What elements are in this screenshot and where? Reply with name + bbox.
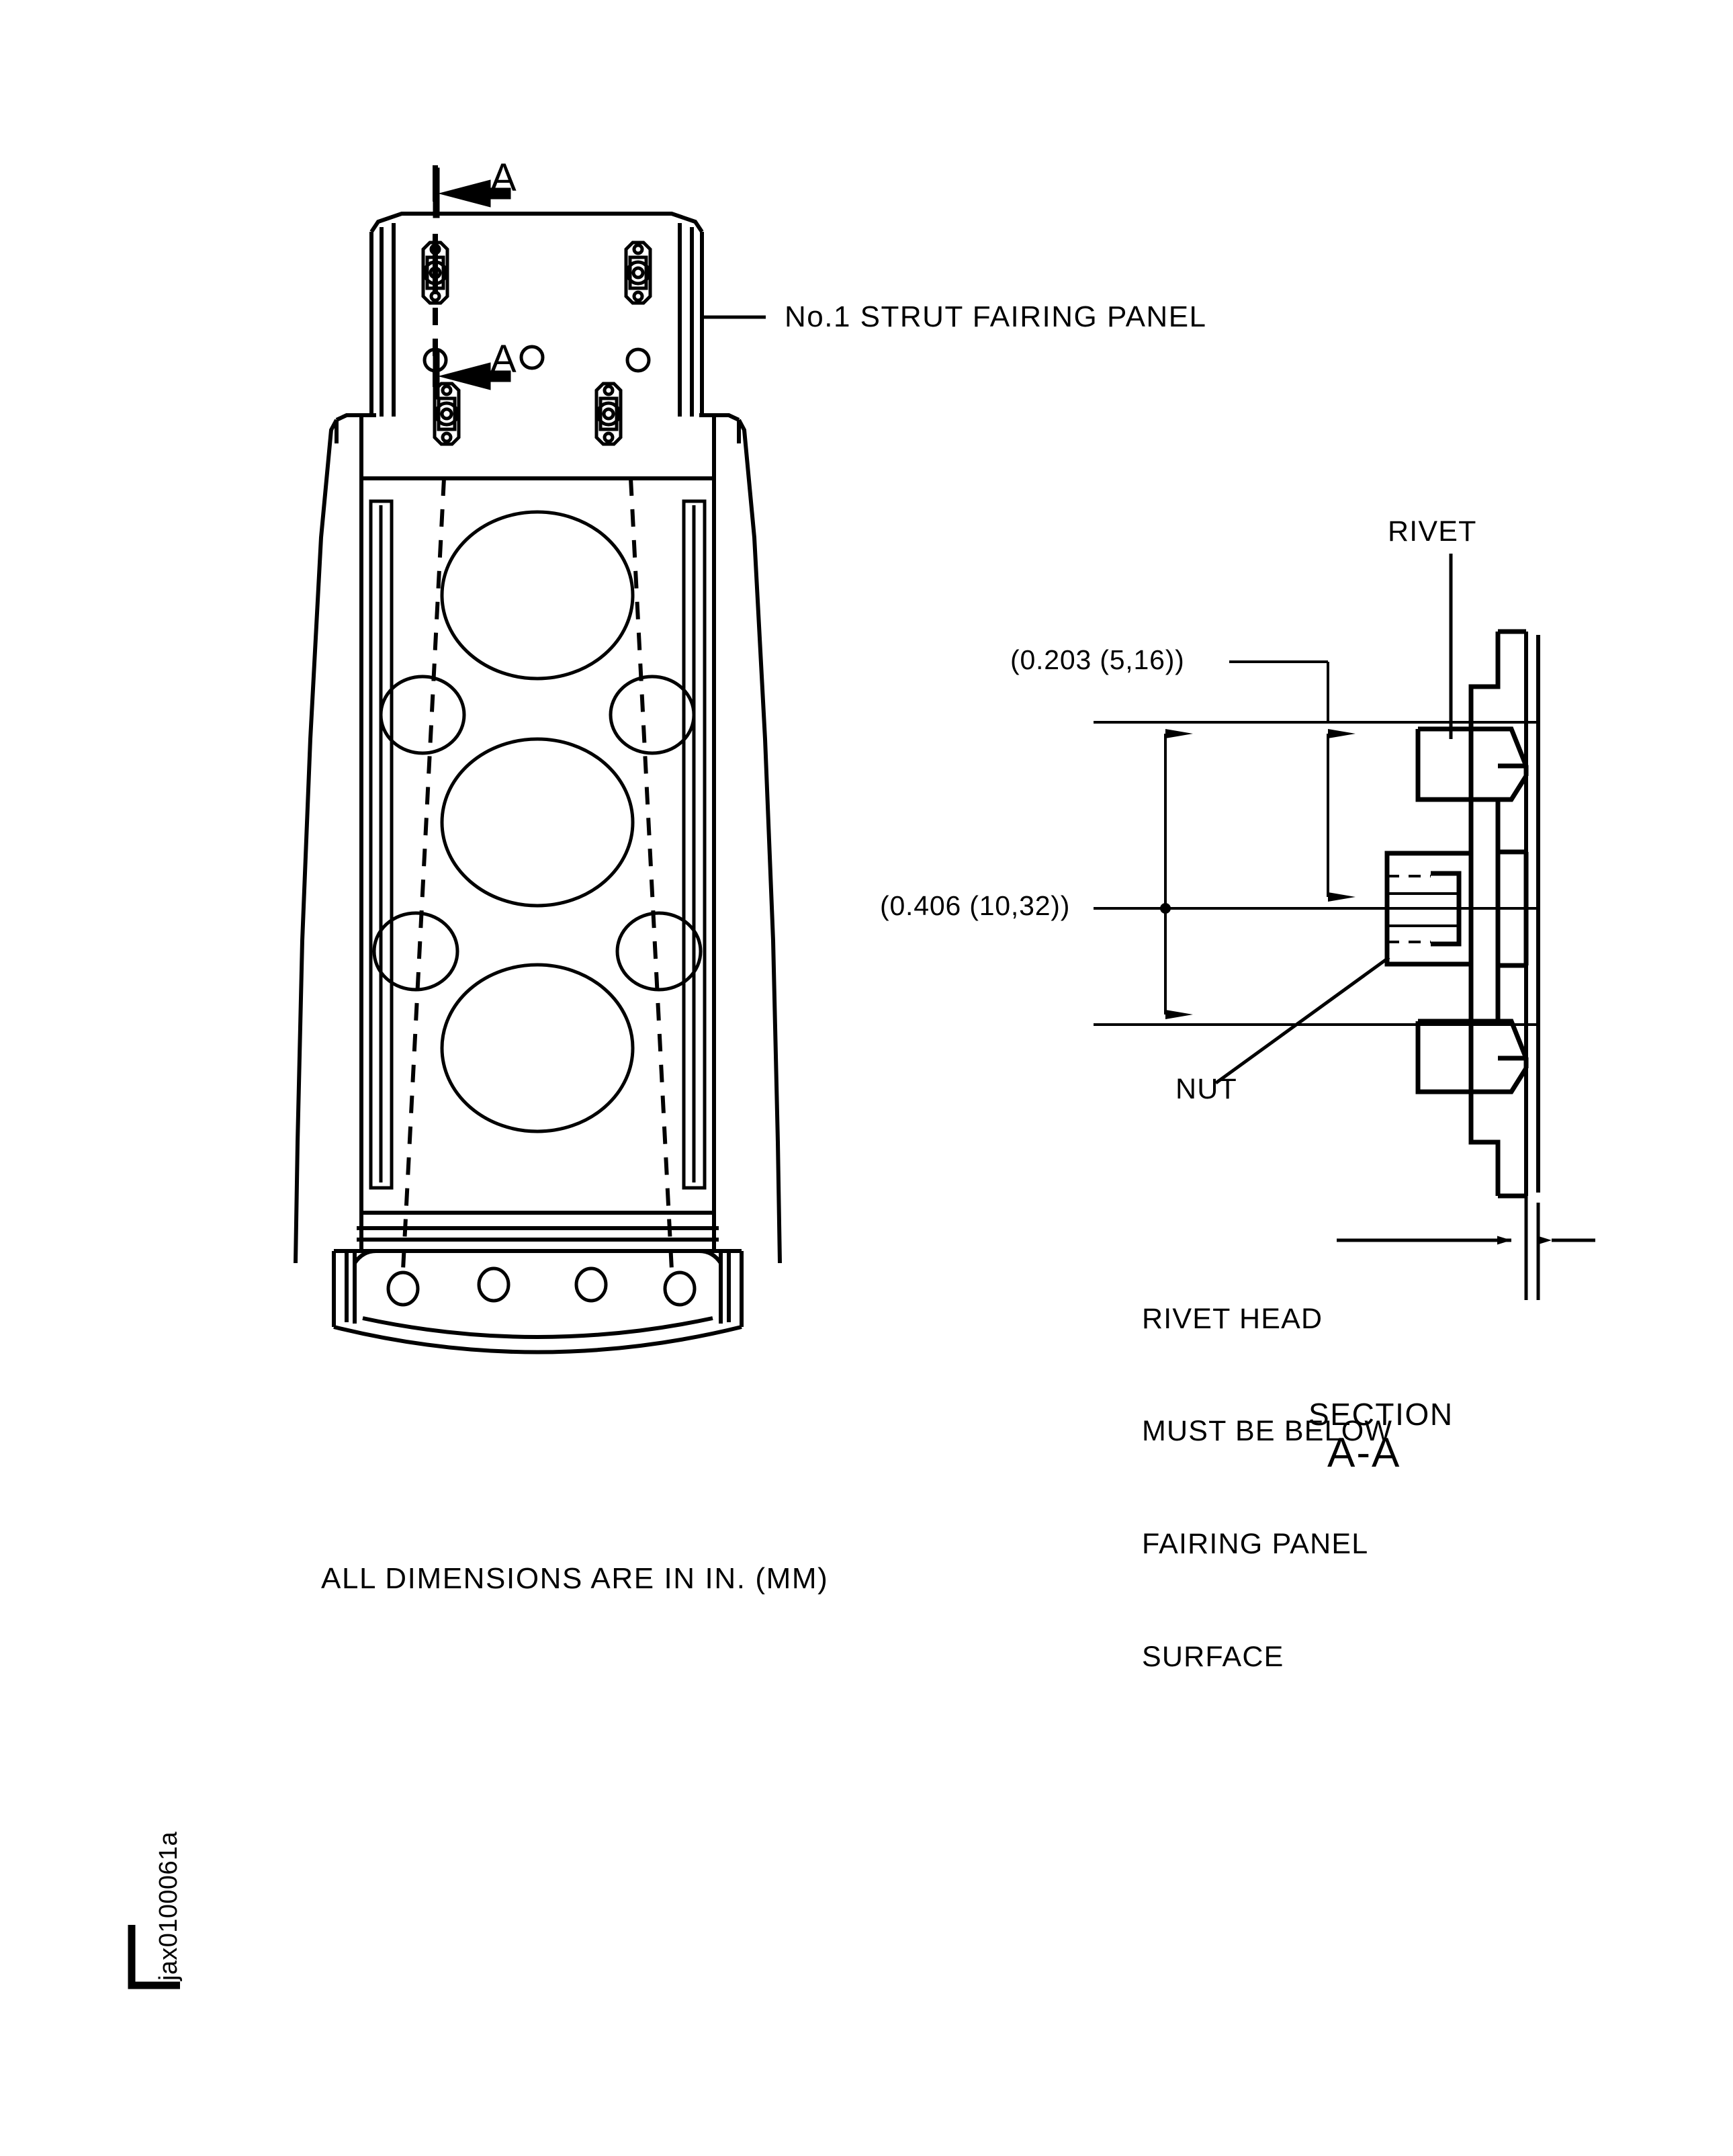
dimension-0203 [1229, 660, 1356, 902]
section-view-identifier: A-A [1327, 1430, 1401, 1476]
bottom-rivet-hole-2 [477, 1266, 510, 1303]
section-aa-group [1094, 554, 1595, 1300]
lightening-hole-group [372, 510, 703, 1133]
note-line-2: MUST BE BELOW [1142, 1415, 1393, 1448]
panel-hole-center [519, 345, 545, 370]
strut-outer-shell [294, 413, 782, 1264]
note-line-4: SURFACE [1142, 1640, 1284, 1673]
lightening-hole-1 [440, 510, 635, 681]
fastener-lower-right [594, 382, 623, 446]
section-mark-upper-letter: A [490, 156, 517, 200]
small-hole-left-upper [379, 675, 466, 755]
quarter-turn-fastener-group [421, 241, 652, 446]
nut-leader [1214, 955, 1390, 1085]
bottom-rivet-hole-4 [663, 1270, 697, 1307]
section-view-title: SECTION [1308, 1397, 1454, 1432]
part-label-leader [700, 282, 766, 349]
dimension-0406 [1122, 729, 1193, 1019]
section-arrow-lower [433, 349, 511, 400]
stiffener-channel-group [369, 499, 707, 1190]
bottom-rivet-hole-1 [386, 1270, 420, 1307]
panel-hole-right [625, 347, 651, 373]
callout-nut: NUT [1175, 1073, 1237, 1105]
section-arrow-marks [433, 167, 511, 400]
bottom-end-cap [332, 1249, 744, 1354]
small-hole-right-lower [615, 911, 703, 992]
bottom-rivet-hole-3 [574, 1266, 608, 1303]
units-note: ALL DIMENSIONS ARE IN IN. (MM) [321, 1562, 829, 1595]
dimension-label-0203: (0.203 (5,16)) [1010, 644, 1185, 675]
bottom-rivet-hole-group [386, 1266, 697, 1307]
fastener-lower-left [433, 382, 461, 446]
upper-panel-hole-group [423, 345, 651, 373]
fastener-upper-left [421, 241, 449, 305]
nut-thread-lines [1387, 875, 1459, 943]
fastener-upper-right [624, 241, 652, 305]
section-mark-lower-letter: A [490, 337, 517, 381]
dimension-label-0406: (0.406 (10,32)) [880, 890, 1071, 921]
strut-inner-face [357, 415, 719, 1251]
callout-rivet: RIVET [1388, 515, 1477, 548]
note-line-1: RIVET HEAD [1142, 1302, 1323, 1335]
sheet-figure-number: jax0100061a [154, 1831, 183, 1981]
fairing-panel-skin-thin [1524, 1196, 1540, 1300]
small-hole-left-lower [372, 911, 459, 992]
hidden-centerline-group [401, 478, 674, 1270]
front-view-group [294, 165, 782, 1354]
note-line-3: FAIRING PANEL [1142, 1528, 1369, 1561]
note-rivet-head-below-surface: RIVET HEAD MUST BE BELOW FAIRING PANEL S… [1142, 1225, 1392, 1751]
lightening-hole-3 [440, 963, 635, 1133]
small-hole-right-upper [609, 675, 696, 755]
lightening-hole-2 [440, 737, 635, 908]
section-arrow-upper [433, 167, 511, 218]
part-label-strut-fairing-panel: No.1 STRUT FAIRING PANEL [785, 300, 1207, 333]
upper-fairing-panel [369, 212, 704, 417]
watermark-corner-bracket [128, 1925, 180, 1989]
